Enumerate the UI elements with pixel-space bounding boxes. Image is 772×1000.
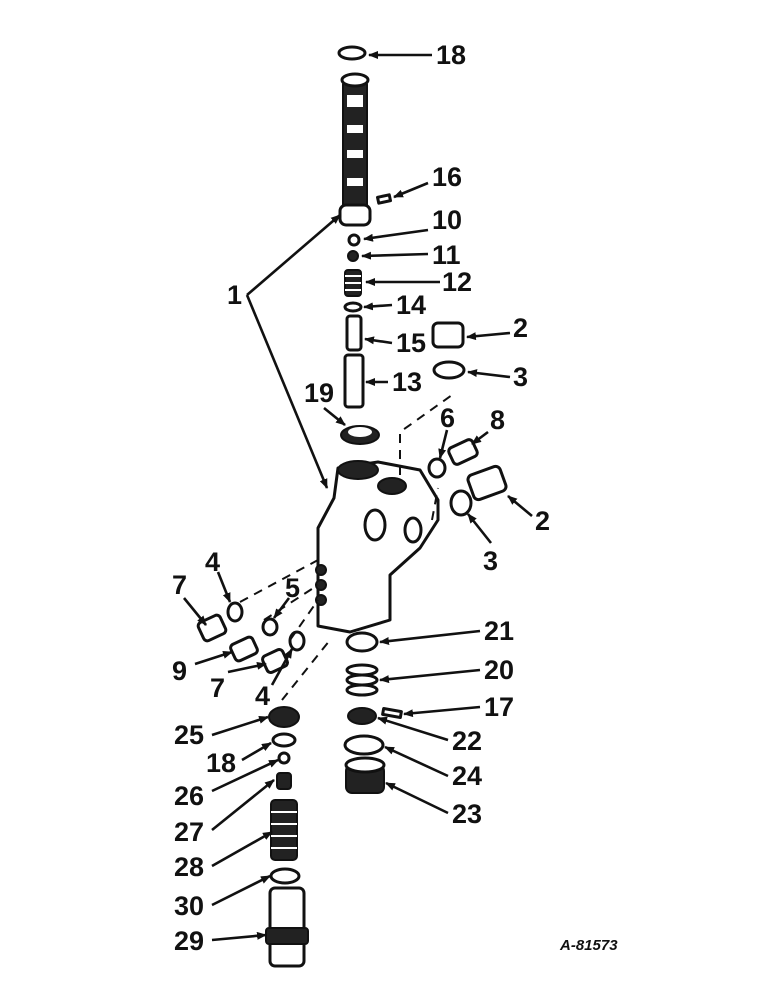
part-o-ring-30 — [269, 867, 301, 885]
part-ring-4-upper — [226, 601, 244, 623]
part-washer-14 — [343, 301, 363, 313]
callout-23: 23 — [452, 799, 482, 829]
callout-10: 10 — [432, 205, 462, 235]
callout-29: 29 — [174, 926, 204, 956]
leader-lines — [182, 51, 533, 942]
callout-19: 19 — [304, 378, 334, 408]
reference-number: A-81573 — [559, 937, 618, 954]
callout-16: 16 — [432, 162, 462, 192]
part-ball-26 — [277, 751, 291, 765]
part-valve-body — [315, 460, 440, 634]
callout-30: 30 — [174, 891, 204, 921]
callout-26: 26 — [174, 781, 204, 811]
callout-22: 22 — [452, 726, 482, 756]
callout-1: 1 — [227, 280, 242, 310]
part-gasket-3-upper — [432, 360, 466, 380]
callout-8: 8 — [490, 405, 505, 435]
part-ball-10 — [347, 233, 361, 247]
part-plug-2-lower — [466, 464, 508, 502]
part-guide-27 — [276, 772, 292, 790]
callout-13: 13 — [392, 367, 422, 397]
callout-20: 20 — [484, 655, 514, 685]
callout-25: 25 — [174, 720, 204, 750]
callout-3-upper: 3 — [513, 362, 528, 392]
callout-2-lower: 2 — [535, 506, 550, 536]
callout-3-lower: 3 — [483, 546, 498, 576]
part-spring-12 — [344, 269, 362, 297]
part-ring-11 — [347, 250, 359, 262]
part-plug-2-upper — [431, 321, 465, 349]
callout-18-lower: 18 — [206, 748, 236, 778]
part-spring-28 — [270, 799, 298, 861]
callout-7-upper: 7 — [172, 570, 187, 600]
part-ring-5 — [261, 617, 279, 637]
callout-17: 17 — [484, 692, 514, 722]
callout-7-lower: 7 — [210, 673, 225, 703]
callout-4-upper: 4 — [205, 547, 220, 577]
callout-24: 24 — [452, 761, 482, 791]
part-pin-16 — [376, 193, 392, 205]
callout-27: 27 — [174, 817, 204, 847]
part-plunger-15 — [345, 314, 363, 352]
callout-6: 6 — [440, 403, 455, 433]
callout-18-top: 18 — [436, 40, 466, 70]
part-pin-17 — [381, 706, 403, 720]
callout-9: 9 — [172, 656, 187, 686]
part-seat-25 — [268, 706, 300, 728]
callout-14: 14 — [396, 290, 426, 320]
part-gasket-24 — [343, 734, 385, 756]
callout-12: 12 — [442, 267, 472, 297]
part-gasket-3-lower — [449, 489, 473, 517]
callout-5: 5 — [285, 573, 300, 603]
part-o-ring-top — [337, 45, 367, 61]
part-washer-18-lower — [271, 732, 297, 748]
assembly-lines — [239, 394, 453, 701]
callout-21: 21 — [484, 616, 514, 646]
part-valve-spool — [338, 72, 372, 227]
part-spring-20 — [345, 663, 379, 697]
part-retainer-22 — [347, 707, 377, 725]
callout-2-upper: 2 — [513, 313, 528, 343]
callout-11: 11 — [432, 240, 461, 270]
part-cup-21 — [345, 631, 379, 653]
part-ring-4-lower — [288, 630, 306, 652]
part-o-ring-6 — [427, 457, 447, 479]
callout-labels: 18 16 10 11 12 14 15 13 2 3 1 19 6 8 2 3… — [172, 40, 618, 956]
callout-4-lower: 4 — [255, 681, 270, 711]
part-plug-29 — [265, 886, 309, 968]
callout-15: 15 — [396, 328, 426, 358]
parts-drawing — [196, 45, 508, 968]
part-cap-23 — [344, 756, 386, 794]
part-fitting-9 — [229, 635, 259, 663]
callout-28: 28 — [174, 852, 204, 882]
part-fitting-8 — [447, 438, 479, 466]
part-sleeve-13 — [343, 353, 365, 409]
